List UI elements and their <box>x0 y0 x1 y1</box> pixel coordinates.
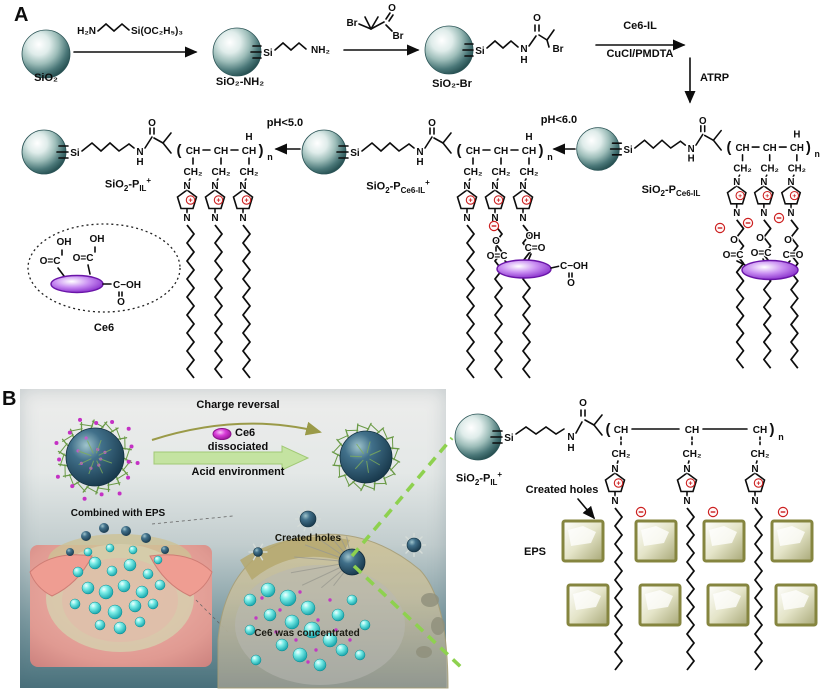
sio2-nh2-label: SiO₂-NH₂ <box>215 76 265 88</box>
svg-text:(: ( <box>606 421 611 438</box>
svg-text:O: O <box>388 3 396 14</box>
svg-text:OH: OH <box>90 234 105 245</box>
free-nanoparticles <box>248 506 426 561</box>
eps-squares <box>561 519 818 627</box>
ce6-dissociated-icon <box>212 428 232 440</box>
svg-text:O: O <box>533 13 541 24</box>
cucl-pmdta-label: CuCl/PMDTA <box>606 48 674 60</box>
svg-text:O=C: O=C <box>723 250 744 261</box>
svg-text:N: N <box>520 44 527 55</box>
eps-label: EPS <box>524 546 547 558</box>
ce6-bound-middle: O O=C OH C=O C−OH O <box>485 220 589 290</box>
svg-text:NH₂: NH₂ <box>311 45 330 56</box>
panel-b-label: B <box>2 388 17 410</box>
svg-text:CH₂: CH₂ <box>751 449 770 460</box>
svg-text:Si: Si <box>504 433 514 444</box>
charge-reversal-arrow <box>151 421 322 441</box>
svg-text:O=C: O=C <box>40 256 61 267</box>
svg-text:CH: CH <box>614 425 628 436</box>
arrow-step2-bromide-reagent: Br O Br <box>343 3 420 56</box>
ce6-concentrated-label: Ce6 was concentrated <box>254 628 360 639</box>
acid-environment-arrow <box>153 445 310 471</box>
charge-reversal-label: Charge reversal <box>196 399 280 411</box>
arrow-step3-atrp <box>595 39 696 104</box>
magnifier-dashed-lines <box>350 436 464 670</box>
svg-text:n: n <box>778 432 784 442</box>
svg-text:Si: Si <box>475 46 485 57</box>
sio2-pce6il-label: SiO2-PCe6-IL <box>641 184 701 199</box>
svg-text:CH: CH <box>685 425 699 436</box>
ce6-bound-right: O O O O=C O=C C=O <box>714 212 805 281</box>
structure-sio2-pil-eps: Si N H O ( CH CH CH ) n CH₂ CH₂ CH₂ <box>454 398 789 520</box>
svg-text:O: O <box>579 398 587 409</box>
ce6-il-reagent-label: Ce6-IL <box>623 20 657 32</box>
svg-text:N: N <box>567 432 574 443</box>
created-holes-label: Created holes <box>274 533 342 544</box>
biofilm-dome-illustration <box>217 532 449 689</box>
ph5-label: pH<5.0 <box>266 117 304 129</box>
row1-sio2-sphere <box>21 29 71 79</box>
atrp-label: ATRP <box>700 72 730 84</box>
sio2-label: SiO₂ <box>34 72 58 84</box>
combined-with-eps-label: Combined with EPS <box>70 508 166 519</box>
svg-text:O: O <box>567 278 575 289</box>
svg-text:Br: Br <box>552 44 563 55</box>
ce6-dissociated-name: Ce6 <box>235 427 256 439</box>
svg-text:H: H <box>520 55 527 66</box>
svg-text:CH₂: CH₂ <box>612 449 631 460</box>
svg-text:CH₂: CH₂ <box>683 449 702 460</box>
row1-sio2br-structure: Si N H O Br <box>424 13 564 75</box>
svg-text:C−OH: C−OH <box>560 261 588 272</box>
svg-text:O=C: O=C <box>751 248 772 259</box>
structure-sio2-pil <box>22 118 273 378</box>
svg-text:OH: OH <box>57 237 72 248</box>
structure-sio2-pce6il-plus <box>302 118 553 378</box>
svg-text:OH: OH <box>526 231 541 242</box>
svg-text:O=C: O=C <box>73 253 94 264</box>
nanoparticle-with-ce6 <box>54 417 140 501</box>
svg-text:O: O <box>784 235 792 246</box>
svg-text:C−OH: C−OH <box>113 280 141 291</box>
tissue-illustration <box>29 515 234 667</box>
arrow-step1: H₂N Si(OC₂H₅)₃ <box>73 22 198 58</box>
ce6-label: Ce6 <box>93 322 115 334</box>
svg-text:O: O <box>117 297 125 308</box>
created-holes-structure-label: Created holes <box>525 484 599 496</box>
sio2-pce6il-plus-label: SiO2-PCe6-IL+ <box>366 178 430 195</box>
svg-text:H₂N: H₂N <box>77 26 96 37</box>
svg-text:Si: Si <box>263 48 273 59</box>
svg-text:O=C: O=C <box>487 251 508 262</box>
svg-text:O: O <box>756 233 764 244</box>
svg-text:C=O: C=O <box>783 250 804 261</box>
svg-text:O: O <box>730 235 738 246</box>
ph6-label: pH<6.0 <box>540 114 578 126</box>
svg-text:): ) <box>770 421 775 438</box>
svg-text:CH: CH <box>753 425 767 436</box>
svg-text:C=O: C=O <box>525 243 546 254</box>
svg-text:Br: Br <box>392 31 403 42</box>
sio2-br-label: SiO₂-Br <box>432 78 472 90</box>
nanoparticle-charge-reversed <box>331 422 401 492</box>
sio2-pil-label: SiO2-PIL+ <box>104 176 152 193</box>
dissociated-label: dissociated <box>207 441 269 453</box>
svg-text:O: O <box>492 236 500 247</box>
acid-environment-label: Acid environment <box>191 466 285 478</box>
sio2-pil-eps-label: SiO2-PIL+ <box>455 470 503 487</box>
svg-text:H: H <box>567 443 574 454</box>
panel-a-label: A <box>14 4 29 26</box>
ce6-molecule: OH OH O=C O=C C−OH O <box>27 223 181 313</box>
svg-text:Br: Br <box>346 18 357 29</box>
row1-sio2nh2-structure: Si NH₂ <box>212 27 330 77</box>
svg-text:Si(OC₂H₅)₃: Si(OC₂H₅)₃ <box>131 26 183 37</box>
